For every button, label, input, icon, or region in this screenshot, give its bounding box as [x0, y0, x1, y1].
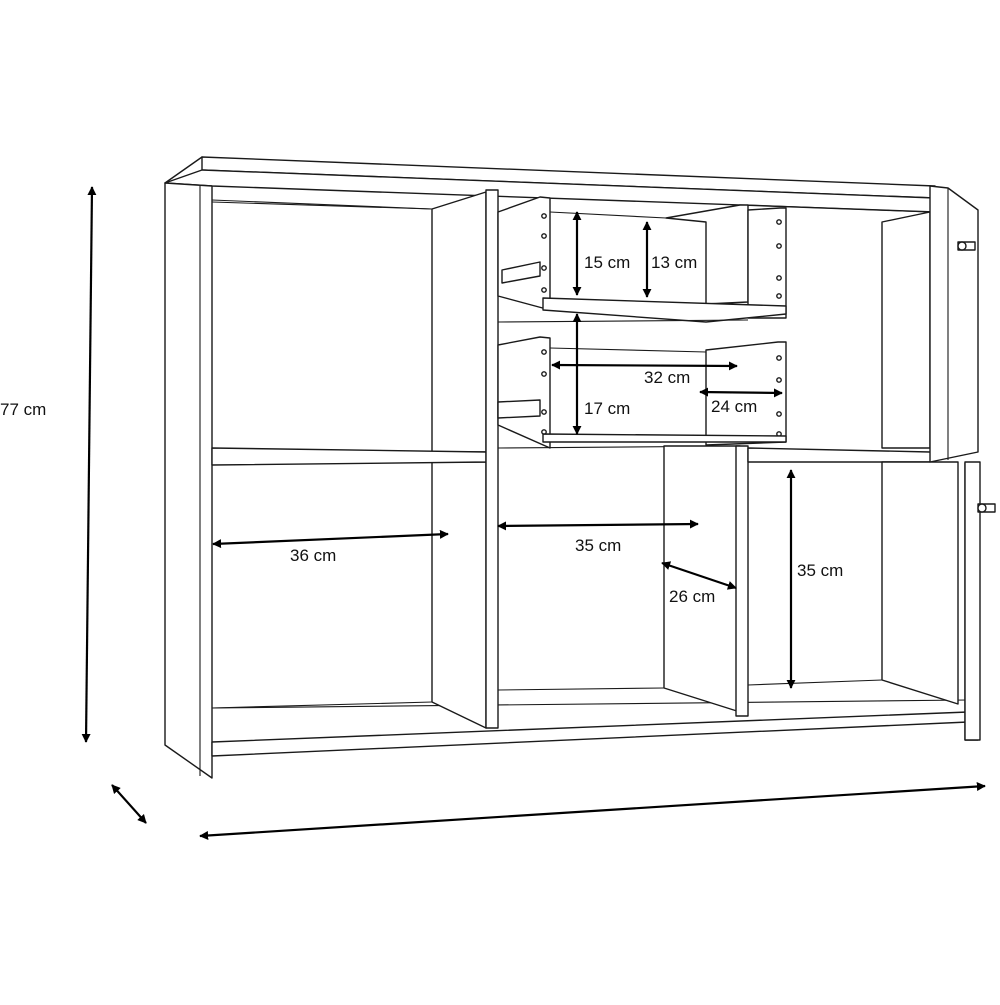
height-total-arrow: [81, 186, 97, 743]
drawer-inner-height-label: 13 cm: [651, 253, 698, 272]
drawer-outer-height-label: 15 cm: [584, 253, 631, 272]
drawer-depth-arrow: [699, 387, 783, 398]
center-width-arrow: [497, 519, 699, 531]
center-compartment: [497, 445, 749, 717]
dimension-arrows: [81, 186, 986, 840]
drawer-lower-height-label: 17 cm: [584, 399, 631, 418]
drawer-width-arrow: [551, 360, 738, 371]
upper-door: [929, 185, 979, 463]
lower-door: [964, 461, 996, 741]
cabinet-carcass: [164, 156, 979, 779]
height-total-label: 77 cm: [0, 400, 47, 419]
center-width-label: 35 cm: [575, 536, 622, 555]
center-depth-label: 26 cm: [669, 587, 716, 606]
right-height-label: 35 cm: [797, 561, 844, 580]
width-total-arrow: [199, 782, 986, 840]
center-divider: [485, 189, 499, 729]
center-depth-arrow: [661, 561, 737, 590]
depth-total-arrow: [111, 784, 147, 824]
drawer-width-label: 32 cm: [644, 368, 691, 387]
lower-drawer: [497, 319, 787, 449]
upper-drawer: [497, 196, 787, 323]
left-compartment: [211, 191, 487, 729]
left-width-label: 36 cm: [290, 546, 337, 565]
drawer-depth-label: 24 cm: [711, 397, 758, 416]
left-width-arrow: [212, 529, 449, 549]
